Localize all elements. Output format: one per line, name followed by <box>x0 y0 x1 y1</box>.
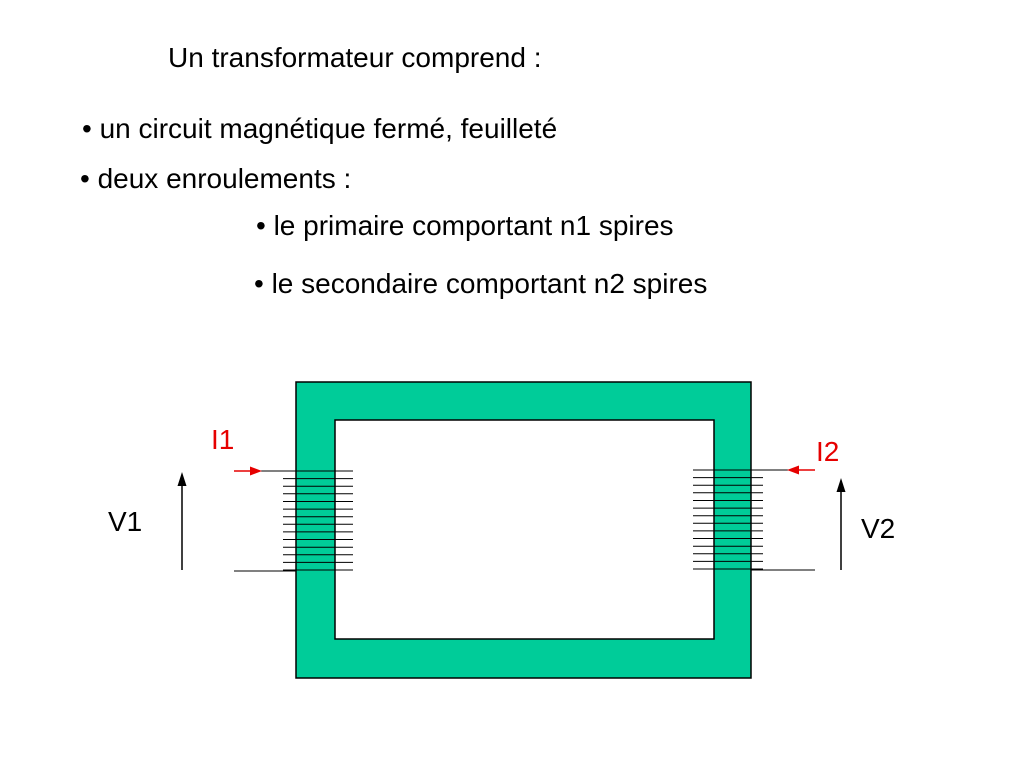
label-i1: I1 <box>211 424 234 455</box>
core-window <box>334 419 715 640</box>
bullet-two-windings: • deux enroulements : <box>80 163 352 194</box>
v2-arrowhead <box>836 478 846 492</box>
label-i2: I2 <box>816 436 839 467</box>
label-v2: V2 <box>861 513 895 544</box>
bullet-magnetic-circuit: • un circuit magnétique fermé, feuilleté <box>82 113 558 144</box>
bullet-primary-winding: • le primaire comportant n1 spires <box>256 210 674 241</box>
slide-title: Un transformateur comprend : <box>168 42 542 73</box>
secondary-winding <box>693 469 763 570</box>
label-v1: V1 <box>108 506 142 537</box>
bullet-secondary-winding: • le secondaire comportant n2 spires <box>254 268 708 299</box>
i2-arrowhead <box>787 465 799 475</box>
primary-winding <box>283 470 353 571</box>
i1-arrowhead <box>250 466 262 476</box>
v1-arrowhead <box>177 472 187 486</box>
